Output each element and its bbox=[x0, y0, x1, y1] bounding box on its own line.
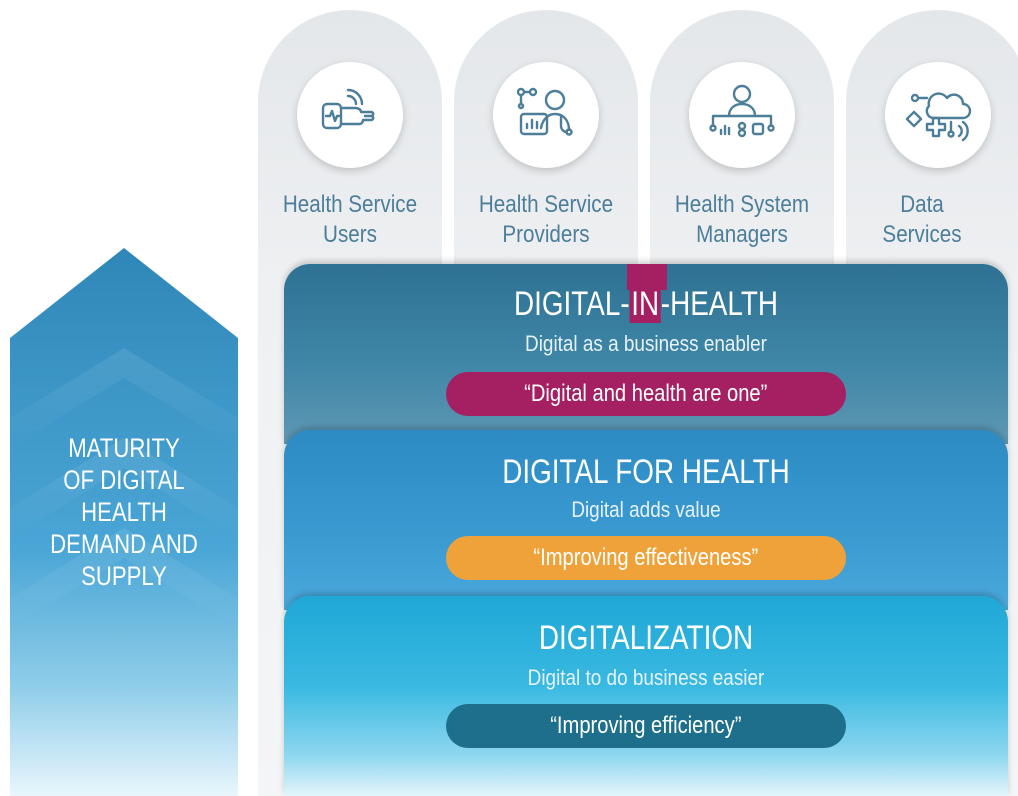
layer-quote: “Improving efficiency” bbox=[550, 712, 742, 739]
smartwatch-hand-icon bbox=[297, 62, 403, 168]
stakeholder-label-line: Managers bbox=[696, 221, 788, 248]
maturity-label-line: SUPPLY bbox=[81, 561, 167, 591]
layer-quote-pill: “Improving effectiveness” bbox=[446, 536, 846, 580]
maturity-label-line: MATURITY bbox=[68, 433, 180, 463]
maturity-label-line: OF DIGITAL bbox=[63, 465, 185, 495]
layer-title-part: -HEALTH bbox=[660, 285, 779, 323]
layer-digital-for-health: DIGITAL FOR HEALTH Digital adds value “I… bbox=[284, 430, 1008, 610]
provider-dashboard-icon bbox=[493, 62, 599, 168]
stakeholder-label-providers: Health Service Providers bbox=[467, 190, 625, 250]
layer-title: DIGITAL FOR HEALTH bbox=[502, 453, 790, 491]
layer-title-highlight: IN bbox=[629, 285, 661, 323]
layer-subtitle: Digital to do business easier bbox=[527, 665, 765, 690]
stakeholder-label-users: Health Service Users bbox=[271, 190, 429, 250]
layer-quote: “Digital and health are one” bbox=[524, 380, 768, 407]
maturity-label: MATURITY OF DIGITAL HEALTH DEMAND AND SU… bbox=[31, 432, 218, 592]
maturity-label-line: DEMAND AND bbox=[50, 529, 198, 559]
layer-title: DIGITAL-IN-HEALTH bbox=[349, 284, 943, 324]
layer-subtitle: Digital as a business enabler bbox=[525, 331, 767, 356]
stakeholder-label-line: Health Service bbox=[282, 191, 418, 218]
maturity-label-line: HEALTH bbox=[81, 497, 167, 527]
layer-quote: “Improving effectiveness” bbox=[533, 544, 759, 571]
layer-title-part: DIGITAL- bbox=[513, 285, 630, 323]
stakeholder-label-line: Services bbox=[882, 221, 962, 248]
manager-network-icon bbox=[689, 62, 795, 168]
stakeholder-label-data: Data Services bbox=[857, 190, 988, 250]
stakeholder-label-line: Data bbox=[900, 191, 944, 218]
layer-subtitle: Digital adds value bbox=[571, 497, 721, 522]
layer-quote-pill: “Digital and health are one” bbox=[446, 372, 846, 416]
stakeholder-label-line: Providers bbox=[502, 221, 590, 248]
highlight-tab bbox=[627, 264, 667, 290]
layer-quote-pill: “Improving efficiency” bbox=[446, 704, 846, 748]
stakeholder-label-line: Health System bbox=[674, 191, 810, 218]
cloud-data-icon bbox=[885, 62, 991, 168]
layer-title: DIGITALIZATION bbox=[538, 619, 754, 657]
maturity-arrow bbox=[10, 248, 238, 796]
layer-digitalization: DIGITALIZATION Digital to do business ea… bbox=[284, 596, 1008, 796]
stakeholder-label-managers: Health System Managers bbox=[663, 190, 821, 250]
layer-digital-in-health: DIGITAL-IN-HEALTH Digital as a business … bbox=[284, 264, 1008, 444]
stakeholder-label-line: Users bbox=[323, 221, 377, 248]
stakeholder-label-line: Health Service bbox=[478, 191, 614, 218]
